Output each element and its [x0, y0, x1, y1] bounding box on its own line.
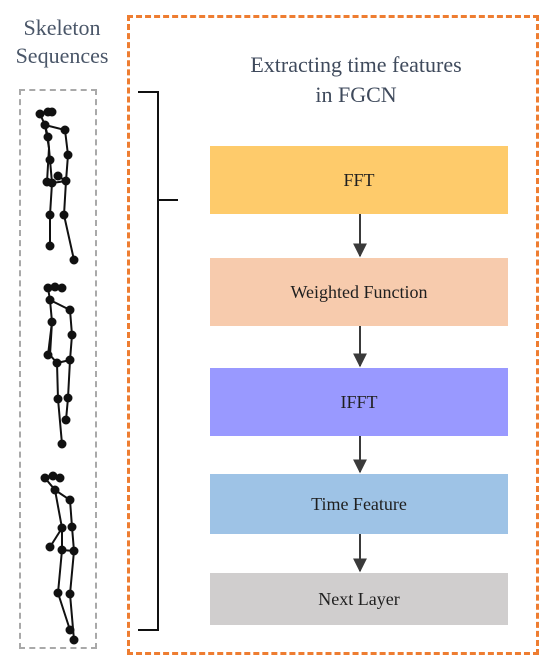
skeleton-sequences-title: Skeleton Sequences — [0, 14, 124, 70]
fgcn-title: Extracting time features in FGCN — [200, 50, 512, 110]
step-weighted-function: Weighted Function — [210, 258, 508, 326]
step-ifft: IFFT — [210, 368, 508, 436]
skeleton-figure-3 — [40, 471, 79, 645]
step-ifft-label: IFFT — [340, 391, 378, 412]
right-title-line2: in FGCN — [315, 82, 397, 107]
skeleton-figure-1 — [35, 107, 79, 265]
left-title-line2: Sequences — [15, 43, 109, 68]
step-time-feature-label: Time Feature — [311, 493, 407, 514]
bracket — [138, 91, 178, 631]
right-title-line1: Extracting time features — [250, 52, 462, 77]
fgcn-feature-box — [127, 15, 539, 655]
step-weighted-function-label: Weighted Function — [290, 281, 428, 302]
step-next-layer: Next Layer — [210, 573, 508, 625]
skeleton-sequences-box — [19, 89, 97, 649]
step-fft: FFT — [210, 146, 508, 214]
step-fft-label: FFT — [343, 169, 375, 190]
step-time-feature: Time Feature — [210, 474, 508, 534]
skeleton-figure-2 — [43, 282, 77, 449]
step-next-layer-label: Next Layer — [318, 588, 400, 609]
left-title-line1: Skeleton — [23, 15, 101, 40]
